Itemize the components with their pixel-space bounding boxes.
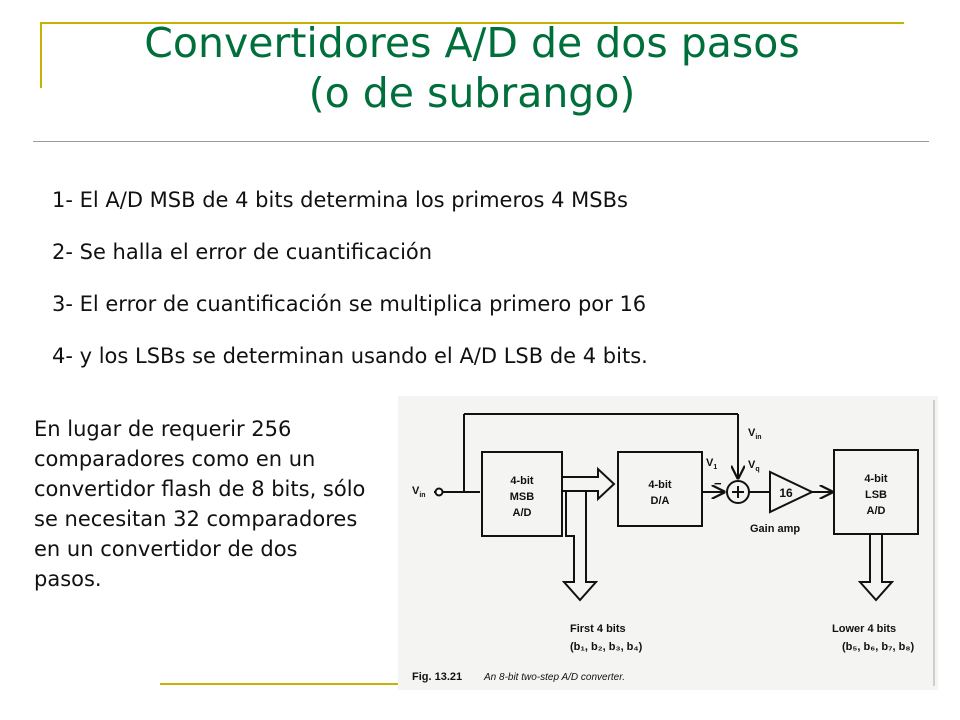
step-item: 4- y los LSBs se determinan usando el A/… — [52, 344, 648, 368]
frame-top-accent — [40, 22, 904, 24]
msb-block-line-2: MSB — [510, 491, 535, 503]
title-line-2: (o de subrango) — [308, 69, 636, 117]
first-bits-bus — [561, 491, 599, 602]
sum-minus-sign: − — [714, 476, 722, 491]
gain-value: 16 — [779, 486, 793, 500]
first-bits-list: (b₁, b₂, b₃, b₄) — [570, 641, 643, 653]
step-item: 1- El A/D MSB de 4 bits determina los pr… — [52, 188, 628, 212]
msb-to-da-bus — [562, 466, 616, 502]
da-block-line-2: D/A — [651, 495, 670, 507]
slide-title: Convertidores A/D de dos pasos (o de sub… — [40, 18, 904, 118]
title-line-1: Convertidores A/D de dos pasos — [144, 19, 800, 67]
title-divider — [33, 141, 929, 142]
gain-amp-triangle — [769, 470, 815, 514]
gain-amp-label: Gain amp — [750, 523, 800, 535]
step-item: 3- El error de cuantificación se multipl… — [52, 292, 647, 316]
diagram-svg: Vin Vin V1 Vq − 4-bit MSB A/D 4-bit D/A … — [412, 400, 935, 686]
lsb-block-line-2: LSB — [865, 489, 887, 501]
msb-block-line-1: 4-bit — [510, 475, 534, 487]
vin-left-label: Vin — [412, 485, 426, 499]
lower-bits-label: Lower 4 bits — [832, 623, 896, 635]
msb-ad-block — [481, 451, 563, 537]
lsb-ad-block — [833, 449, 919, 535]
figure-number: Fig. 13.21 — [412, 671, 462, 683]
converter-diagram: Vin Vin V1 Vq − 4-bit MSB A/D 4-bit D/A … — [398, 396, 938, 690]
note-paragraph: En lugar de requerir 256 comparadores co… — [34, 417, 366, 591]
note-underline — [160, 683, 400, 685]
steps-list: 1- El A/D MSB de 4 bits determina los pr… — [52, 180, 648, 388]
msb-block-line-3: A/D — [513, 507, 532, 519]
step-item: 2- Se halla el error de cuantificación — [52, 240, 433, 264]
vin-top-label: Vin — [748, 427, 762, 441]
lower-bits-bus — [857, 534, 895, 602]
lower-bits-list: (b₅, b₆, b₇, b₈) — [842, 641, 914, 653]
v1-label: V1 — [706, 457, 717, 471]
frame-left-accent — [40, 22, 42, 88]
da-block — [617, 451, 703, 527]
figure-caption: An 8-bit two-step A/D converter. — [483, 672, 625, 683]
first-bits-label: First 4 bits — [570, 623, 626, 635]
lsb-block-line-3: A/D — [867, 505, 886, 517]
da-block-line-1: 4-bit — [648, 479, 672, 491]
vq-label: Vq — [748, 459, 760, 473]
lsb-block-line-1: 4-bit — [864, 473, 888, 485]
input-terminal — [434, 487, 444, 497]
